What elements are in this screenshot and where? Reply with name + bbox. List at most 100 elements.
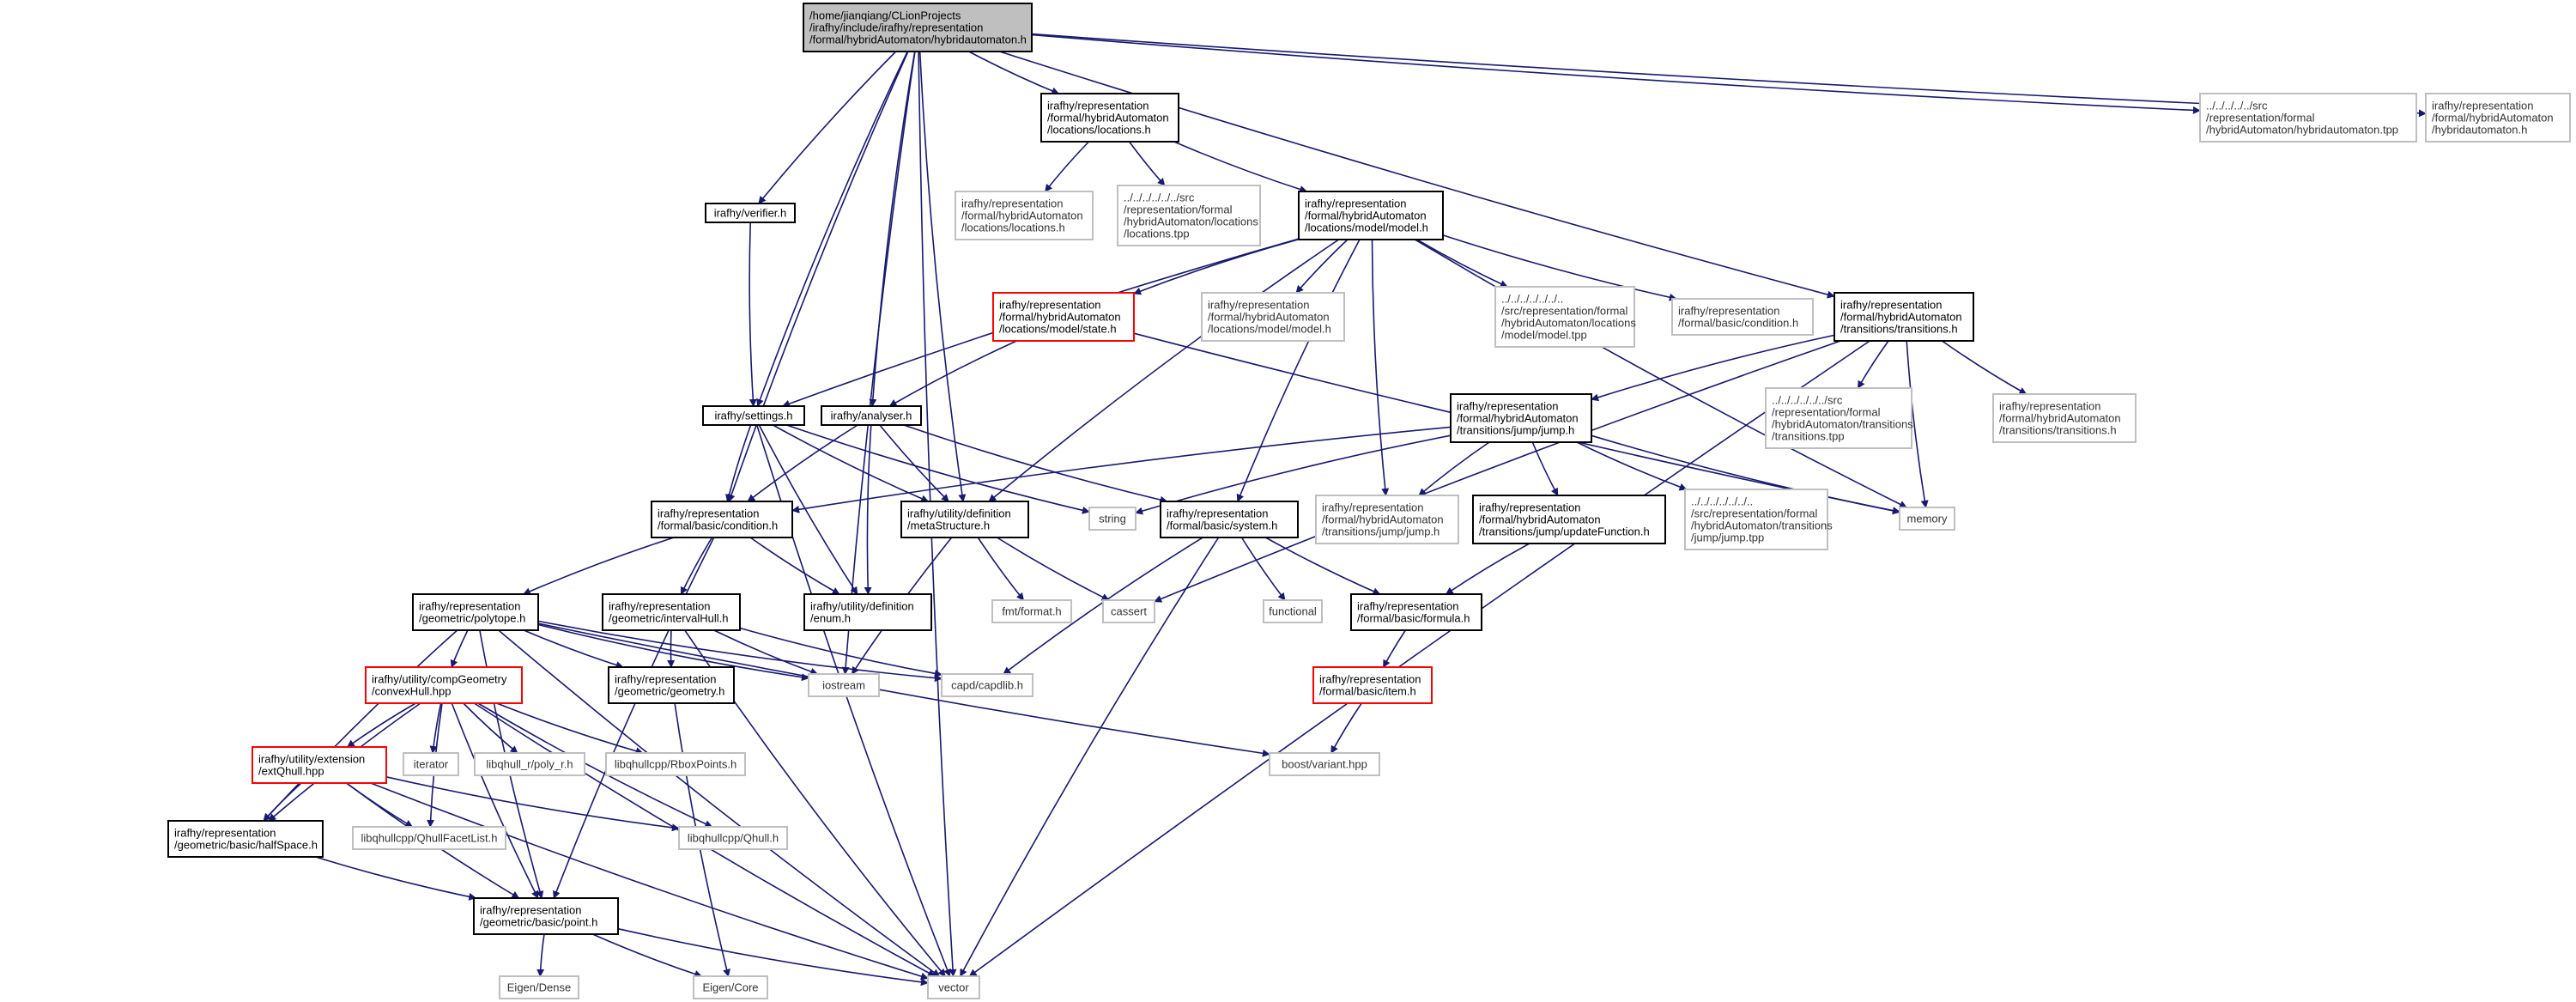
node-box [499, 975, 579, 999]
file-node-update[interactable]: irafhy/representation/formal/hybridAutom… [1472, 495, 1666, 544]
node-box [1102, 599, 1155, 623]
file-node-meta[interactable]: irafhy/utility/definition/metaStructure.… [900, 501, 1029, 538]
file-node-ihull[interactable]: irafhy/representation/geometric/interval… [602, 593, 741, 631]
edge-condition-to-point [553, 537, 715, 899]
node-label-line: irafhy/utility/compGeometry [372, 673, 507, 686]
file-node-condition[interactable]: irafhy/representation/formal/basic/condi… [651, 501, 793, 538]
node-label-line: irafhy/utility/definition [810, 600, 914, 613]
node-label-line: /transitions/jump/jump.h [1322, 525, 1440, 538]
edge-model-to-model-ext [1295, 239, 1349, 294]
file-node-point[interactable]: irafhy/representation/geometric/basic/po… [473, 897, 619, 935]
edge-locations-to-loc-tpp [1128, 141, 1166, 186]
node-label-line: /home/jianqiang/CLionProjects [809, 9, 961, 22]
edge-root-to-verifier [758, 51, 897, 204]
edge-model-to-jump-ext [1371, 239, 1390, 496]
file-node-root[interactable]: /home/jianqiang/CLionProjects/irafhy/inc… [803, 3, 1033, 52]
node-label-line: /irafhy/include/irafhy/representation [809, 21, 983, 34]
node-label-line: /formal/basic/system.h [1167, 519, 1277, 532]
edge-formula-to-item [1382, 629, 1407, 668]
node-label-line: irafhy/representation [419, 600, 521, 613]
file-node-formula[interactable]: irafhy/representation/formal/basic/formu… [1350, 593, 1482, 631]
node-label-line: /locations/model/state.h [999, 323, 1117, 336]
node-label-line: /formal/hybridAutomaton [1457, 412, 1579, 425]
node-box [651, 501, 793, 538]
file-node-jump[interactable]: irafhy/representation/formal/hybridAutom… [1450, 393, 1592, 443]
node-box [1269, 752, 1380, 776]
node-label-line: /representation/formal [1772, 406, 1881, 419]
file-node-item[interactable]: irafhy/representation/formal/basic/item.… [1312, 666, 1433, 704]
file-node-transitions[interactable]: irafhy/representation/formal/hybridAutom… [1834, 292, 1974, 342]
file-node-settings[interactable]: irafhy/settings.h [702, 405, 805, 426]
file-node-loc-tpp: ../../../../../../src/representation/for… [1117, 185, 1261, 246]
file-node-convexhull[interactable]: irafhy/utility/compGeometry/convexHull.h… [365, 666, 523, 704]
node-label-line: irafhy/representation [961, 197, 1064, 210]
node-label-line: /extQhull.hpp [258, 765, 324, 778]
file-node-functional: functional [1263, 599, 1323, 623]
edge-meta-to-cassert [997, 537, 1110, 601]
node-label-line: /formal/hybridAutomaton [1322, 513, 1444, 526]
file-node-geometry[interactable]: irafhy/representation/geometric/geometry… [608, 666, 735, 704]
edge-root-to-settings [756, 51, 908, 407]
edge-system-to-formula [1265, 537, 1381, 595]
edge-polytope-to-variant [537, 622, 1270, 757]
node-box [1312, 666, 1433, 704]
file-node-system[interactable]: irafhy/representation/formal/basic/syste… [1160, 501, 1299, 538]
node-box [992, 292, 1135, 342]
file-node-enum[interactable]: irafhy/utility/definition/enum.h [803, 593, 932, 631]
node-label-line: irafhy/representation [480, 904, 582, 917]
node-label-line: irafhy/representation [1305, 197, 1407, 210]
edge-transitions-to-vector [968, 340, 1870, 977]
node-label-line: /formal/basic/formula.h [1357, 612, 1470, 625]
edge-polytope-to-capd [537, 620, 943, 683]
edge-convexhull-to-iterator [429, 702, 442, 754]
edge-system-to-functional [1240, 537, 1286, 601]
file-node-verifier[interactable]: irafhy/verifier.h [705, 203, 796, 223]
node-label-line: /geometric/basic/point.h [480, 916, 597, 929]
edge-root-to-meta [918, 51, 967, 502]
edge-ihull-to-capd [739, 627, 943, 677]
node-label-line: /formal/hybridAutomaton [1479, 513, 1601, 526]
file-node-string: string [1088, 507, 1136, 531]
file-node-extqhull[interactable]: irafhy/utility/extension/extQhull.hpp [252, 746, 387, 784]
file-node-fmt: fmt/format.h [991, 599, 1072, 623]
node-box [1899, 507, 1955, 531]
node-label-line: /formal/hybridAutomaton/hybridautomaton.… [809, 33, 1027, 46]
node-label-line: iostream [822, 679, 865, 692]
file-node-cassert: cassert [1102, 599, 1155, 623]
node-label-line: irafhy/representation [1457, 400, 1559, 413]
edge-analyser-to-system [903, 424, 1168, 504]
node-label-line: /transitions/transitions.h [1999, 424, 2117, 437]
file-node-locations[interactable]: irafhy/representation/formal/hybridAutom… [1040, 93, 1179, 143]
node-label-line: /hybridAutomaton/locations [1124, 216, 1258, 228]
node-box [1350, 593, 1482, 631]
file-node-capd: capd/capdlib.h [941, 673, 1033, 697]
node-label-line: /formal/hybridAutomaton [1208, 311, 1330, 324]
file-node-state[interactable]: irafhy/representation/formal/hybridAutom… [992, 292, 1135, 342]
node-label-line: libqhullcpp/Qhull.h [688, 832, 779, 845]
node-box [1117, 185, 1261, 246]
node-label-line: /formal/hybridAutomaton [961, 210, 1083, 222]
edge-point-to-vector [617, 927, 929, 987]
edge-analyser-to-meta [879, 424, 949, 502]
file-node-polytope[interactable]: irafhy/representation/geometric/polytope… [412, 593, 539, 631]
file-node-model[interactable]: irafhy/representation/formal/hybridAutom… [1298, 191, 1444, 240]
node-box [1472, 495, 1666, 544]
edge-convexhull-to-point [451, 702, 539, 899]
node-box [167, 820, 324, 858]
node-label-line: irafhy/utility/extension [258, 753, 365, 766]
file-node-halfspace[interactable]: irafhy/representation/geometric/basic/ha… [167, 820, 324, 858]
edge-polytope-to-geometry [523, 629, 624, 669]
node-box [365, 666, 523, 704]
node-box [1494, 286, 1635, 348]
node-box [252, 746, 387, 784]
node-label-line: /formal/basic/item.h [1319, 685, 1416, 698]
node-label-line: irafhy/representation [2432, 100, 2534, 112]
edge-settings-to-string [786, 424, 1090, 514]
node-label-line: /locations/locations.h [961, 222, 1065, 234]
node-box [1201, 292, 1345, 342]
node-box [808, 673, 880, 697]
node-label-line: /representation/formal [1124, 203, 1233, 216]
node-box [1671, 298, 1814, 336]
file-node-analyser[interactable]: irafhy/analyser.h [821, 405, 922, 426]
node-box [602, 593, 741, 631]
